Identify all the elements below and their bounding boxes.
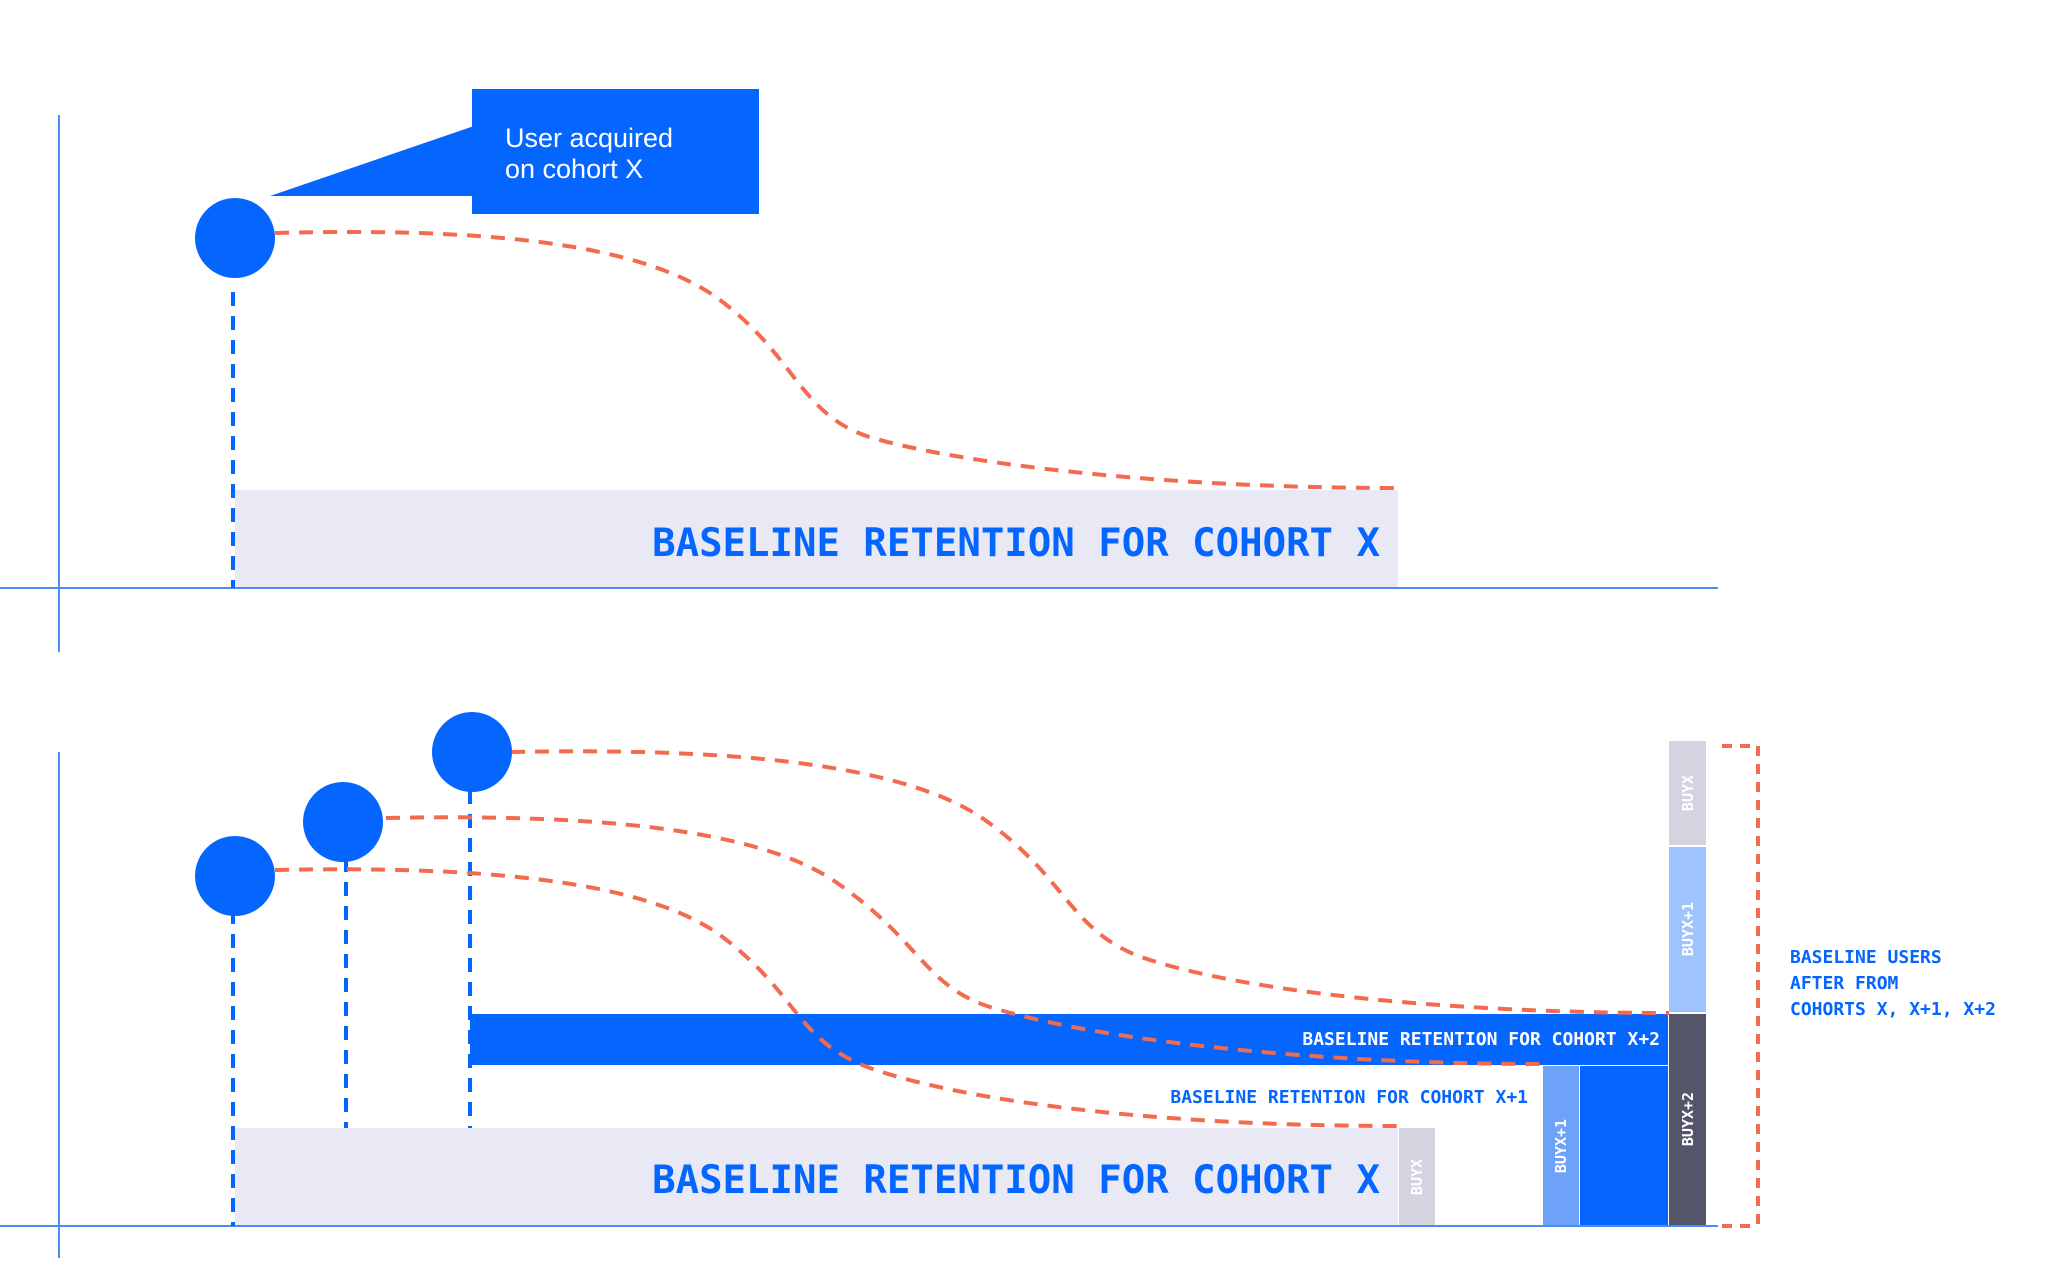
baseline-label-cohort-x1: BASELINE RETENTION FOR COHORT X+1: [1170, 1087, 1528, 1108]
retention-curve-cohort-x: [274, 867, 1399, 1128]
baseline-band-cohort-x2: [470, 1014, 1668, 1065]
stack-label-buyx: BUYX: [1679, 775, 1697, 811]
retention-curve-cohort-x1: [385, 815, 1544, 1066]
callout-line-2: on cohort X: [505, 154, 643, 184]
stack-label-buyx2: BUYX+2: [1679, 1092, 1697, 1146]
stack-buyx: [1669, 741, 1706, 845]
callout-line-1: User acquired: [505, 123, 673, 153]
top-baseline-band: [235, 490, 1398, 587]
cohort-x-point: [195, 836, 275, 916]
top-retention-curve: [274, 229, 1399, 490]
bar-buyx-small: [1399, 1128, 1435, 1225]
bottom-panel: BASELINE RETENTION FOR COHORT X BASELINE…: [0, 712, 1996, 1263]
side-note-line-1: BASELINE USERS: [1790, 947, 1942, 968]
side-note-line-2: AFTER FROM: [1790, 973, 1899, 994]
bar-blue-column: [1580, 1066, 1668, 1225]
bar-label-buyx1-small: BUYX+1: [1552, 1119, 1570, 1173]
baseline-users-bracket: [1722, 744, 1760, 1228]
cohort-x1-point: [303, 782, 383, 862]
baseline-label-cohort-x2: BASELINE RETENTION FOR COHORT X+2: [1302, 1029, 1660, 1050]
callout-box: [472, 89, 759, 214]
stack-buyx1: [1669, 847, 1706, 1012]
top-baseline-label: BASELINE RETENTION FOR COHORT X: [652, 521, 1380, 566]
baseline-label-cohort-x: BASELINE RETENTION FOR COHORT X: [652, 1158, 1380, 1203]
bar-label-buyx-small: BUYX: [1408, 1159, 1426, 1195]
stack-label-buyx1: BUYX+1: [1679, 902, 1697, 956]
callout-pointer: [270, 126, 474, 196]
retention-curve-cohort-x2: [510, 749, 1670, 1015]
stack-buyx2: [1669, 1014, 1706, 1225]
baseline-band-cohort-x: [235, 1128, 1398, 1225]
top-panel: BASELINE RETENTION FOR COHORT X User acq…: [0, 89, 1718, 652]
cohort-x2-point: [432, 712, 512, 792]
top-cohort-x-point: [195, 198, 275, 278]
bar-buyx1-small: [1543, 1066, 1579, 1225]
side-note-line-3: COHORTS X, X+1, X+2: [1790, 999, 1996, 1020]
